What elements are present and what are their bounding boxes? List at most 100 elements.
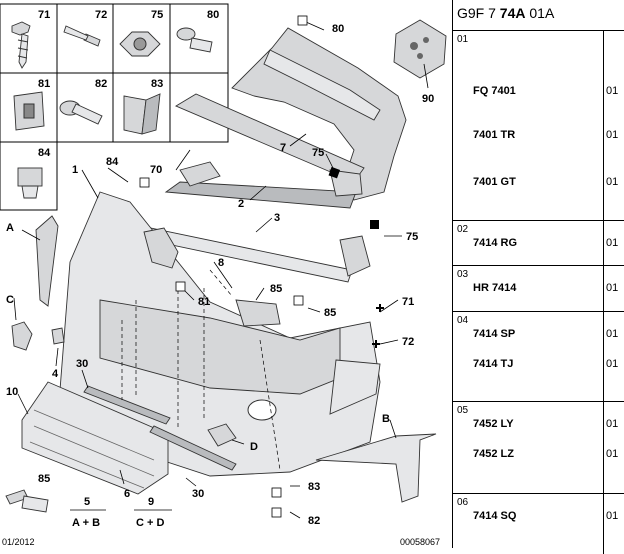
callout-9-members: C + D xyxy=(136,517,164,529)
thumb-label-80: 80 xyxy=(207,9,219,21)
part-qty: 01 xyxy=(606,418,619,430)
part-qty: 01 xyxy=(606,85,619,97)
reinforcement-beam-2 xyxy=(164,161,363,209)
part-qty: 01 xyxy=(606,448,619,460)
callout-4: 4 xyxy=(52,368,59,380)
screw-71-icon xyxy=(11,21,31,69)
callout-7: 7 xyxy=(280,142,286,154)
diagram-code-bold: 74A xyxy=(499,5,526,21)
thumbnail-grid xyxy=(0,3,229,211)
part-code: 7414 SP xyxy=(473,328,516,340)
callout-81: 81 xyxy=(198,296,210,308)
callout-75-lower: 75 xyxy=(406,231,418,243)
nut-75-icon xyxy=(119,31,161,57)
callout-9: 9 xyxy=(148,496,154,508)
callout-3: 3 xyxy=(274,212,280,224)
callout-90: 90 xyxy=(422,93,434,105)
exploded-view-svg: 71 72 75 80 81 82 83 84 85 xyxy=(0,3,447,547)
callout-85-right: 85 xyxy=(324,307,336,319)
callout-71: 71 xyxy=(402,296,414,308)
kit-90-icon xyxy=(393,19,447,79)
absorber-beam xyxy=(175,93,365,183)
callout-6: 6 xyxy=(124,488,130,500)
row-number: 05 xyxy=(457,405,469,416)
front-end-carrier-7 xyxy=(231,27,407,201)
diagram-code: G9F 7 74A 01A xyxy=(457,5,554,21)
part-code: FQ 7401 xyxy=(473,85,516,97)
callout-8: 8 xyxy=(218,257,224,269)
part-code: 7414 SQ xyxy=(473,510,517,522)
thumb-label-75: 75 xyxy=(151,9,163,21)
callout-c: C xyxy=(6,294,14,306)
row-number: 01 xyxy=(457,34,469,45)
part-code: 7401 TR xyxy=(473,129,516,141)
side-trim-a xyxy=(35,215,59,307)
row-number: 04 xyxy=(457,315,469,326)
diagram-code-suffix: 01A xyxy=(529,5,555,21)
parts-diagram: 71 72 75 80 81 82 83 84 85 xyxy=(0,3,447,547)
trim-b xyxy=(315,433,437,503)
row-number: 02 xyxy=(457,224,469,235)
callout-d: D xyxy=(250,441,258,453)
strip-30-lower xyxy=(149,425,237,471)
rivet-85-icon xyxy=(5,489,49,513)
part-code: 7452 LY xyxy=(473,418,514,430)
callout-10: 10 xyxy=(6,386,18,398)
callout-85-mid: 85 xyxy=(270,283,282,295)
clip-c xyxy=(11,321,33,351)
thumb-label-83: 83 xyxy=(151,78,163,90)
callout-1: 1 xyxy=(72,164,78,176)
bracket-81-icon xyxy=(13,91,45,131)
table-row[interactable]: 05 7452 LY 01 7452 LZ 01 xyxy=(453,402,624,494)
screw-72-icon xyxy=(63,25,101,47)
thumb-label-84: 84 xyxy=(38,147,51,159)
table-row[interactable]: 03 HR 7414 01 xyxy=(453,266,624,312)
callout-84: 84 xyxy=(106,156,119,168)
part-qty: 01 xyxy=(606,176,619,188)
thumb-label-81: 81 xyxy=(38,78,50,90)
bracket-83-icon xyxy=(123,93,161,135)
table-row[interactable]: 01 FQ 7401 01 7401 TR 01 7401 GT 01 xyxy=(453,31,624,221)
callout-2: 2 xyxy=(238,198,244,210)
rivet-82-icon xyxy=(59,100,103,125)
callout-75-upper: 75 xyxy=(312,147,324,159)
part-code: HR 7414 xyxy=(473,282,517,294)
thumb-label-71: 71 xyxy=(38,9,50,21)
table-row[interactable]: 02 7414 RG 01 xyxy=(453,221,624,266)
parts-table: G9F 7 74A 01A 01 FQ 7401 01 7401 TR 01 7… xyxy=(452,0,624,554)
callout-80: 80 xyxy=(332,23,344,35)
thumb-label-85: 85 xyxy=(38,473,50,485)
footer-ref: 00058067 xyxy=(400,537,440,547)
part-code: 7452 LZ xyxy=(473,448,514,460)
diagram-code-prefix: G9F 7 xyxy=(457,5,496,21)
callout-5-members: A + B xyxy=(72,517,100,529)
grille-10 xyxy=(21,381,169,495)
clip-80-icon xyxy=(176,27,213,53)
fog-bezel-d xyxy=(207,423,237,447)
row-number: 06 xyxy=(457,497,469,508)
bumper-right-end xyxy=(329,359,381,415)
part-qty: 01 xyxy=(606,358,619,370)
part-qty: 01 xyxy=(606,328,619,340)
thumb-label-72: 72 xyxy=(95,9,107,21)
part-qty: 01 xyxy=(606,237,619,249)
callout-30-lower: 30 xyxy=(192,488,204,500)
callout-70: 70 xyxy=(150,164,162,176)
nut-84-icon xyxy=(17,167,43,199)
callout-a: A xyxy=(6,222,14,234)
part-4 xyxy=(51,327,65,345)
table-row[interactable]: 06 7414 SQ 01 xyxy=(453,494,624,554)
table-rows: 01 FQ 7401 01 7401 TR 01 7401 GT 01 02 7… xyxy=(453,30,624,554)
thumb-label-82: 82 xyxy=(95,78,107,90)
callout-5: 5 xyxy=(84,496,90,508)
part-code: 7401 GT xyxy=(473,176,516,188)
part-code: 7414 TJ xyxy=(473,358,514,370)
callout-72: 72 xyxy=(402,336,414,348)
callout-82: 82 xyxy=(308,515,320,527)
guide-lines xyxy=(121,269,281,471)
table-row[interactable]: 04 7414 SP 01 7414 TJ 01 xyxy=(453,312,624,402)
footer-date: 01/2012 xyxy=(2,537,35,547)
square-markers xyxy=(139,15,384,518)
callout-b: B xyxy=(382,413,390,425)
strip-30-upper xyxy=(83,385,171,425)
